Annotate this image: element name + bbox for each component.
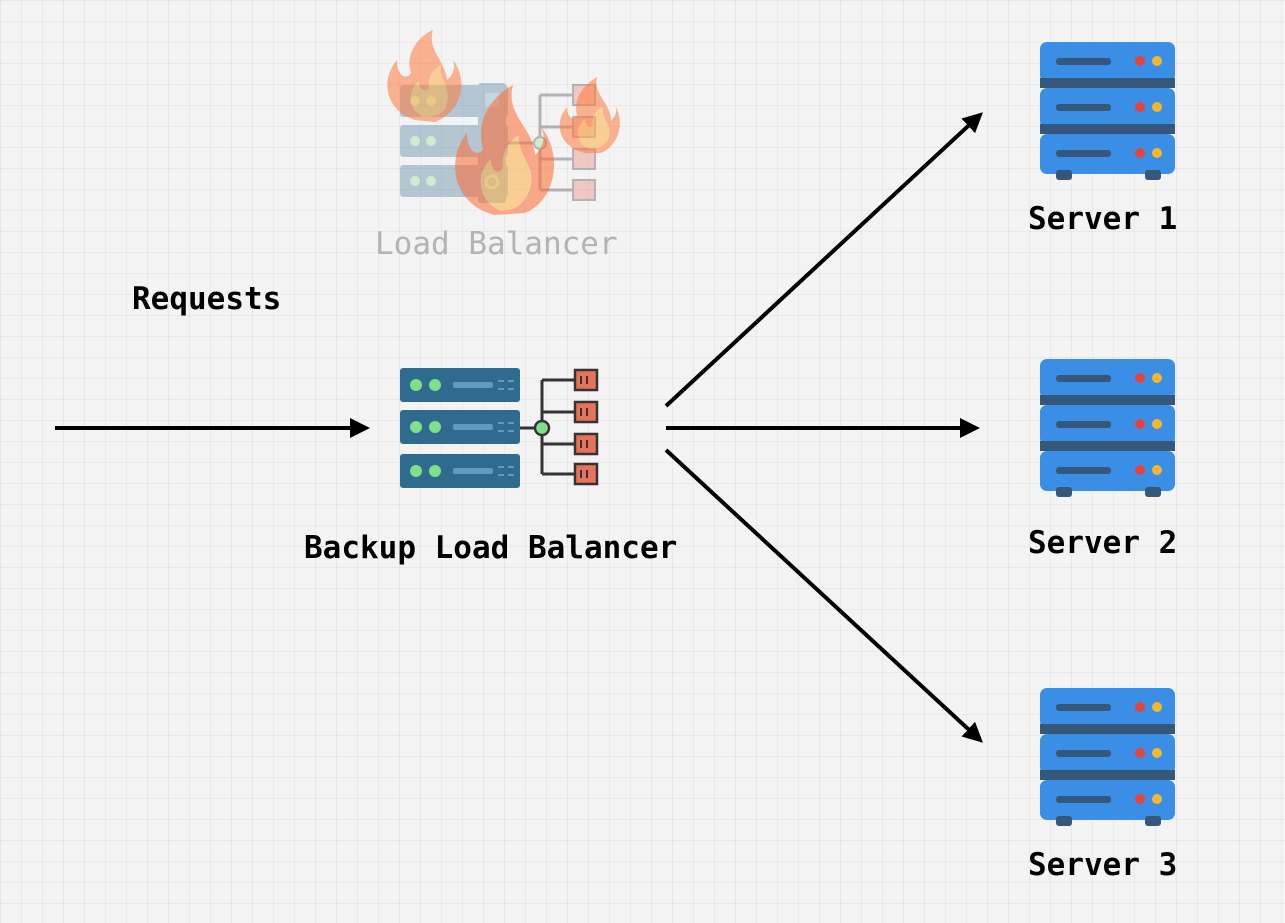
load-balancer-on-fire-icon [387, 30, 620, 215]
requests-label: Requests [132, 281, 282, 317]
backup-load-balancer-label: Backup Load Balancer [304, 530, 678, 566]
server-1-label: Server 1 [1028, 201, 1178, 237]
server-3-label: Server 3 [1028, 847, 1178, 883]
server-2-label: Server 2 [1028, 525, 1178, 561]
server-rack-icon [1040, 42, 1175, 180]
arrow-to-server-3 [664, 448, 983, 743]
arrow-to-server-1 [664, 112, 983, 408]
load-balancer-icon [400, 368, 599, 488]
server-rack-icon [1040, 688, 1175, 826]
server-rack-icon [1040, 359, 1175, 497]
failed-load-balancer-label: Load Balancer [375, 226, 618, 262]
